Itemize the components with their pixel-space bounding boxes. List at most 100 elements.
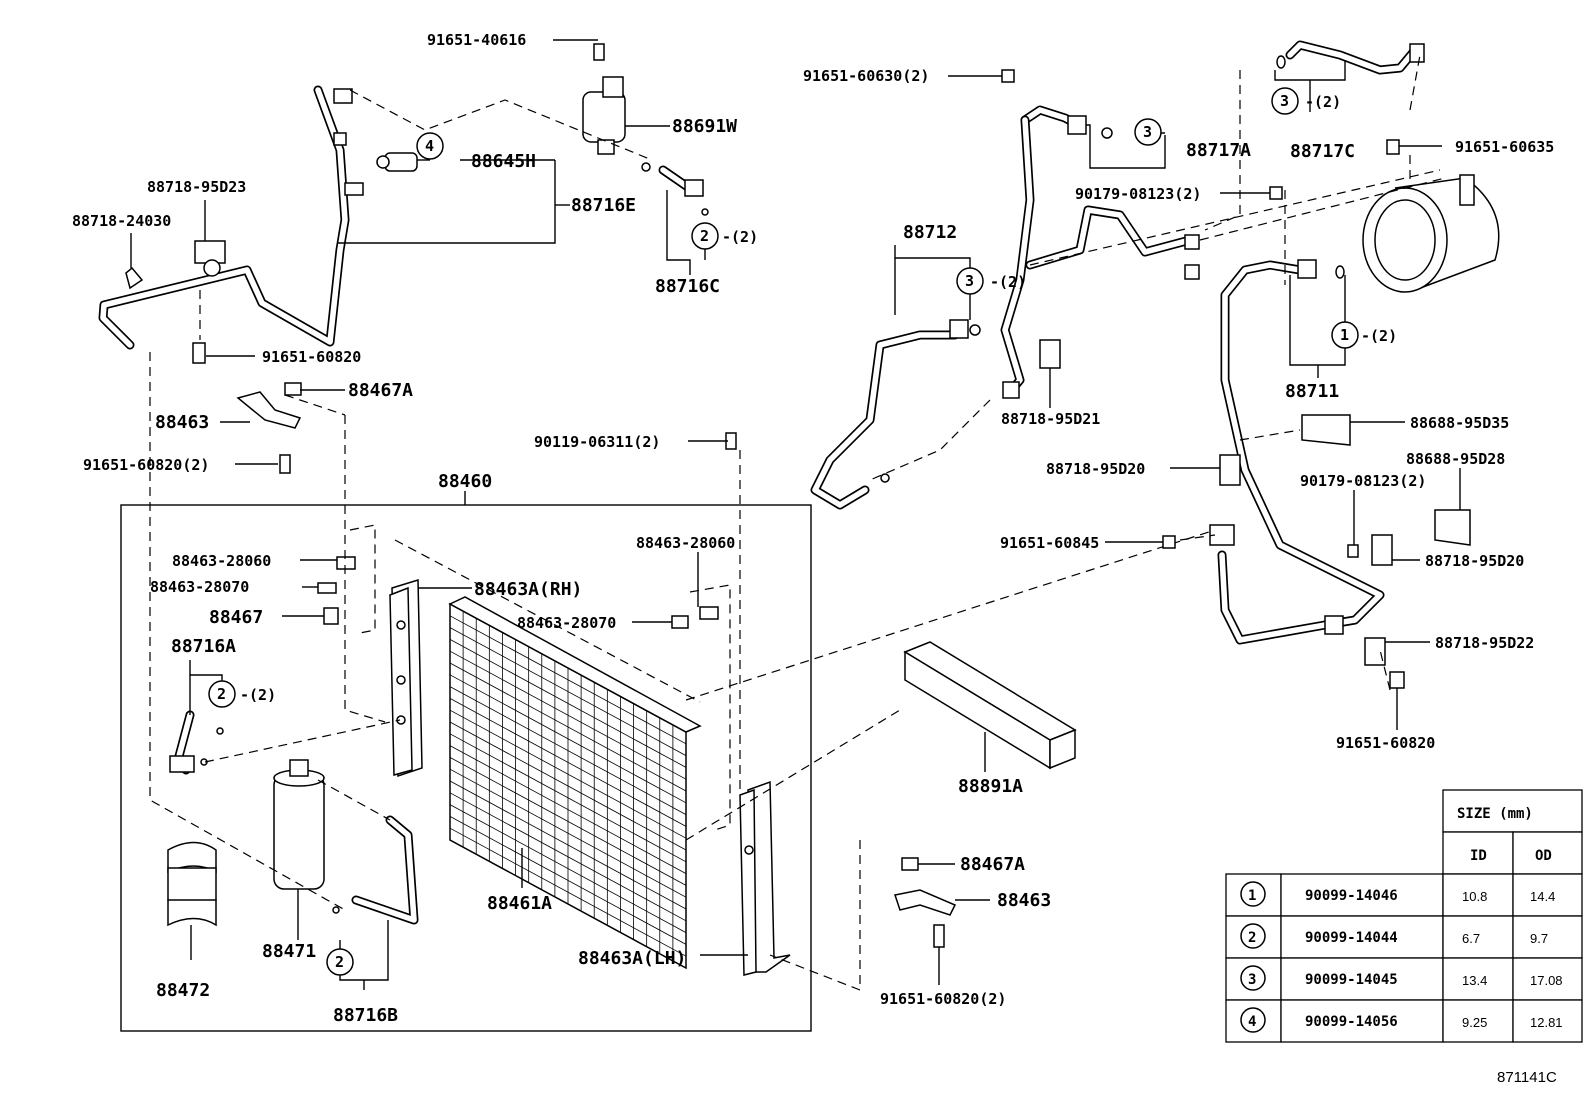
label-88691w: 88691W <box>672 116 737 137</box>
leader-lines <box>130 39 1461 990</box>
part-labels: 91651-40616 88691W 88645H 88716E 88716C … <box>72 31 1554 1026</box>
bolt-91651-60630 <box>1001 69 1015 83</box>
label-91651-60635: 91651-60635 <box>1455 138 1554 156</box>
bracket-88688-95d28 <box>1434 509 1471 546</box>
cushion-88467a-a <box>284 382 302 396</box>
label-88718-95d23: 88718-95D23 <box>147 178 246 196</box>
pipe-88716a <box>169 710 224 775</box>
bolt-91651-60635 <box>1386 139 1400 155</box>
label-88460: 88460 <box>438 471 492 492</box>
bolt-91651-60820-a <box>192 342 206 364</box>
label-91651-60820-2b: 91651-60820(2) <box>880 990 1006 1008</box>
label-88463-b: 88463 <box>997 890 1051 911</box>
size-table-od: 9.7 <box>1530 931 1548 946</box>
label-88718-95d20-b: 88718-95D20 <box>1425 552 1524 570</box>
size-table-part: 90099-14044 <box>1305 930 1398 946</box>
label-88463a-rh: 88463A(RH) <box>474 579 582 600</box>
seal-88891a <box>903 641 1077 770</box>
label-88472: 88472 <box>156 980 210 1001</box>
label-90179-08123-b: 90179-08123(2) <box>1300 472 1426 490</box>
label-88716c: 88716C <box>655 276 720 297</box>
size-table-part: 90099-14045 <box>1305 972 1398 988</box>
label-88718-95d21: 88718-95D21 <box>1001 410 1100 428</box>
label-91651-60630: 91651-60630(2) <box>803 67 929 85</box>
label-88463-a: 88463 <box>155 412 209 433</box>
label-88716e: 88716E <box>571 195 636 216</box>
cushion-88467a-b <box>901 857 919 871</box>
label-88463-28070-a: 88463-28070 <box>150 578 249 596</box>
size-table-id: 9.25 <box>1462 1015 1487 1030</box>
label-2x2-top: -(2) <box>722 228 758 246</box>
label-1x2: -(2) <box>1361 327 1397 345</box>
bracket-88718-95d20-b <box>1371 534 1393 566</box>
callout-2-top: 2 <box>700 227 709 245</box>
bracket-88463-a <box>236 391 302 429</box>
pressure-switch-88691w <box>582 43 626 155</box>
label-91651-60820-c: 91651-60820 <box>1336 734 1435 752</box>
callout-3-b: 3 <box>1280 92 1289 110</box>
pipe-88716e <box>98 85 364 350</box>
size-table-od: 17.08 <box>1530 973 1563 988</box>
nut-90179-08123-a <box>1269 186 1283 200</box>
callout-2-bottom: 2 <box>335 953 344 971</box>
size-table-id: 6.7 <box>1462 931 1480 946</box>
size-table-col-od: OD <box>1535 848 1552 864</box>
label-88463-28060-a: 88463-28060 <box>172 552 271 570</box>
side-bracket-lh <box>739 780 791 976</box>
bracket-88463-b <box>894 889 957 916</box>
receiver-dryer <box>273 759 325 890</box>
bracket-88718-95d21 <box>1039 339 1061 369</box>
callout-3-c: 3 <box>965 272 974 290</box>
size-table-od: 12.81 <box>1530 1015 1563 1030</box>
label-88717c: 88717C <box>1290 141 1355 162</box>
label-88463-28070-b: 88463-28070 <box>517 614 616 632</box>
label-88711: 88711 <box>1285 381 1339 402</box>
diagram-id: 871141C <box>1497 1069 1557 1086</box>
callout-1: 1 <box>1340 326 1349 344</box>
size-table-part: 90099-14046 <box>1305 888 1398 904</box>
label-88688-95d28: 88688-95D28 <box>1406 450 1505 468</box>
label-3x2-top: -(2) <box>1305 93 1341 111</box>
callout-2-left: 2 <box>217 685 226 703</box>
condenser-assembly-box <box>120 504 812 1032</box>
size-table-id: 10.8 <box>1462 889 1487 904</box>
clip-88463-28060-right <box>699 606 719 620</box>
clip-88463-28060-left <box>336 556 356 570</box>
label-91651-60845: 91651-60845 <box>1000 534 1099 552</box>
label-88688-95d35: 88688-95D35 <box>1410 414 1509 432</box>
hose-88711 <box>1209 259 1385 645</box>
label-88716b: 88716B <box>333 1005 398 1026</box>
size-table-od: 14.4 <box>1530 889 1555 904</box>
pipe-88717c <box>1276 40 1425 75</box>
label-88717a: 88717A <box>1186 140 1251 161</box>
label-88718-24030: 88718-24030 <box>72 212 171 230</box>
size-table-ref: 2 <box>1248 930 1256 946</box>
size-table-ref: 4 <box>1248 1014 1256 1030</box>
label-88463a-lh: 88463A(LH) <box>578 948 686 969</box>
label-88718-95d20-a: 88718-95D20 <box>1046 460 1145 478</box>
label-88467a-a: 88467A <box>348 380 413 401</box>
pipe-88717a <box>1000 105 1113 399</box>
callout-4: 4 <box>425 137 434 155</box>
label-90179-08123-a: 90179-08123(2) <box>1075 185 1201 203</box>
pipe-88712 <box>810 205 1200 510</box>
label-88461a: 88461A <box>487 893 552 914</box>
bolt-91651-60845 <box>1162 535 1176 549</box>
bolt-91651-60820-c <box>1389 671 1405 689</box>
cushion-88467 <box>323 607 339 625</box>
label-91651-60820-2a: 91651-60820(2) <box>83 456 209 474</box>
clip-88463-28070-left <box>317 582 337 594</box>
label-91651-60820-a: 91651-60820 <box>262 348 361 366</box>
clip-88718-24030 <box>125 266 144 290</box>
label-88471: 88471 <box>262 941 316 962</box>
size-table-ref: 3 <box>1248 972 1256 988</box>
label-88467a-b: 88467A <box>960 854 1025 875</box>
pipe-88716b <box>332 815 419 925</box>
pressure-switch-88645h <box>376 152 418 172</box>
label-88716a: 88716A <box>171 636 236 657</box>
clip-88463-28070-right <box>671 615 689 629</box>
side-bracket-rh <box>389 578 423 778</box>
label-2x2-left: -(2) <box>240 686 276 704</box>
